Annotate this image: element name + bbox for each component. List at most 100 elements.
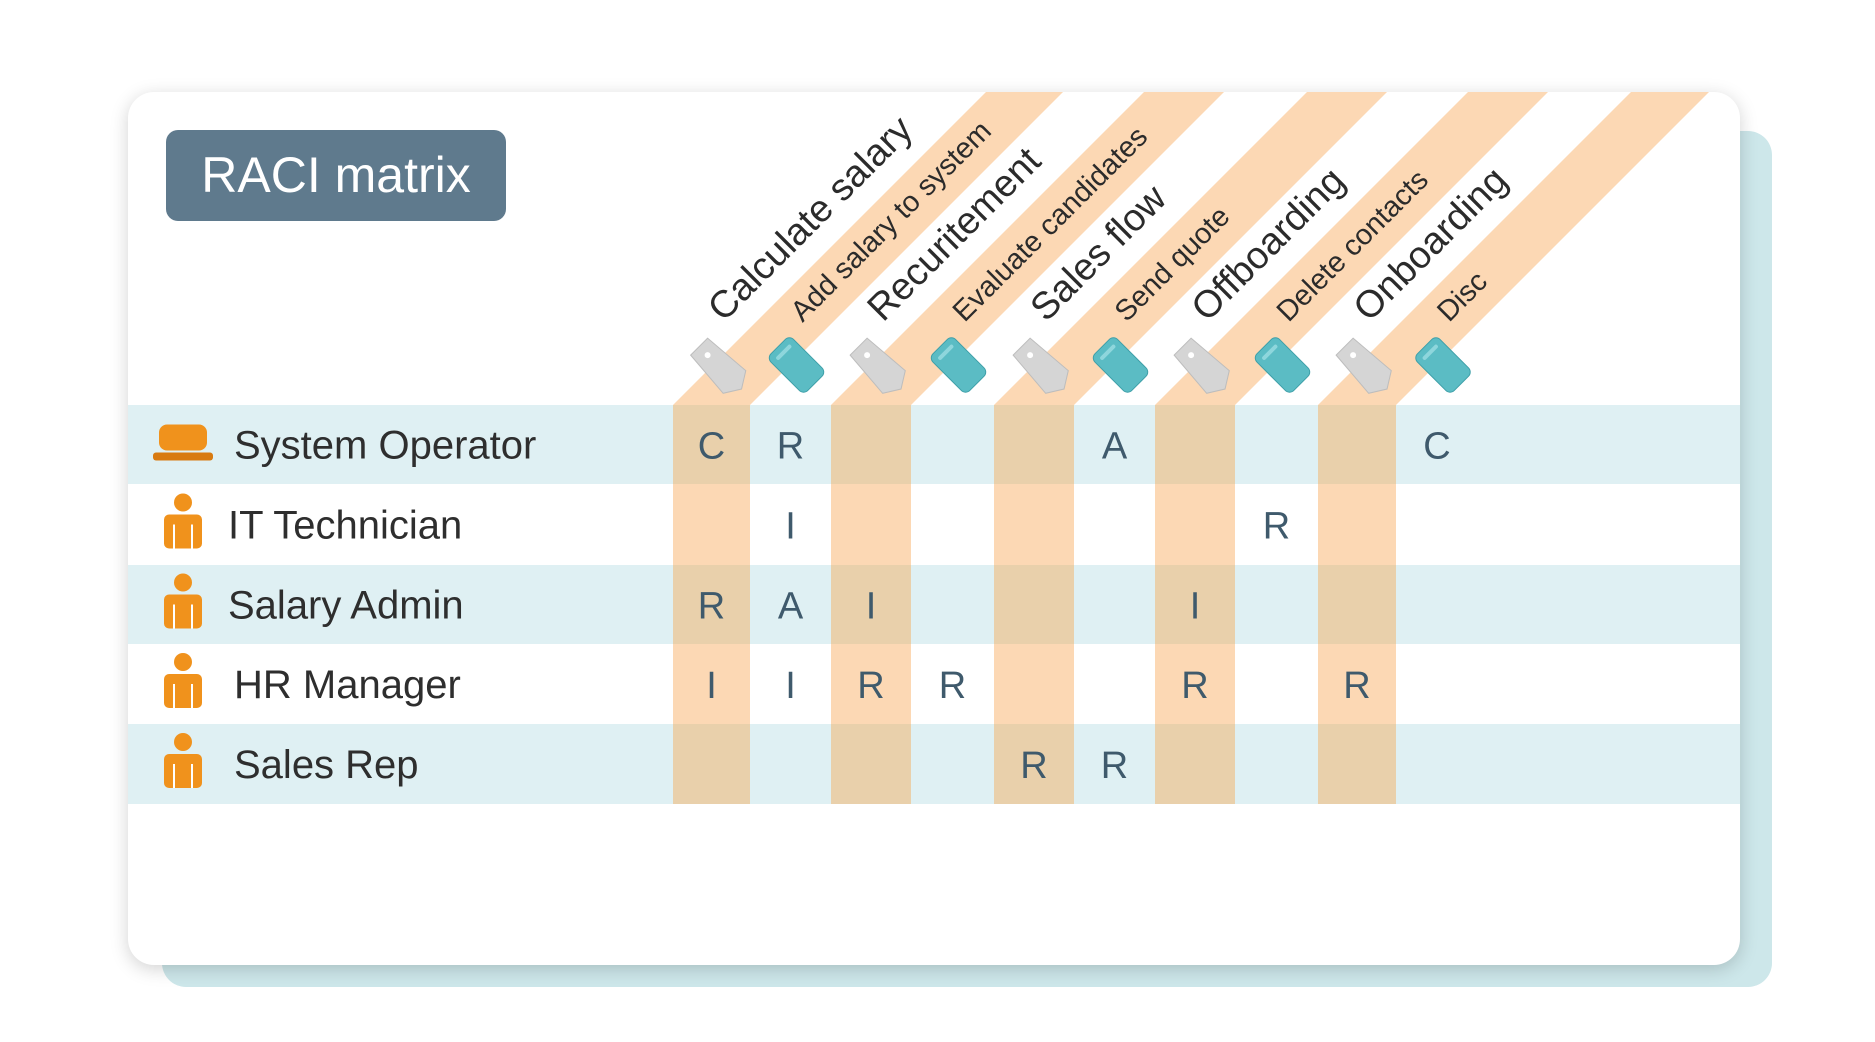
task-tile-shine [938,344,954,360]
operator-icon [153,424,213,461]
tag-shape [1173,337,1230,394]
task-tile-shine [1100,344,1116,360]
raci-cell: R [1343,665,1370,707]
raci-cell: A [1102,426,1128,468]
row-band [128,565,1740,644]
person-body [164,754,202,788]
column-stripe [831,724,911,804]
person-body [164,514,202,549]
column-stripe [831,565,911,644]
raci-cell: I [706,665,717,707]
raci-cell: R [939,665,966,707]
task-tile-shine [1422,344,1438,360]
column-stripe [1318,484,1396,565]
column-stripe [994,405,1074,484]
column-stripe [673,724,750,804]
tag-icon [1335,337,1392,394]
role-label: Salary Admin [228,584,464,628]
column-stripe [1155,644,1235,724]
column-stripe [831,484,911,565]
column-header-band [831,92,1224,405]
raci-cell: R [777,426,804,468]
operator-body [159,424,207,451]
column-header-band [994,92,1387,405]
raci-cell: C [1423,426,1450,468]
column-stripe [673,565,750,644]
raci-cell: I [785,506,796,548]
column-stripe [994,484,1074,565]
raci-cell: I [785,665,796,707]
tag-hole [1350,352,1357,359]
column-stripe [1318,644,1396,724]
task-icon [768,337,825,393]
raci-cell: R [1020,745,1047,787]
task-icon [1415,337,1471,393]
raci-cell: A [778,586,804,628]
person-icon [164,653,202,708]
column-stripe [1318,724,1396,804]
role-label: System Operator [234,424,536,468]
person-icon [164,573,202,629]
person-body [164,674,202,708]
page-title: RACI matrix [166,130,506,221]
tag-shape [689,337,747,394]
tag-icon [1012,337,1069,394]
column-stripe [994,724,1074,804]
raci-cell: R [1181,665,1208,707]
task-tile-shine [776,344,792,360]
tag-icon [689,337,747,394]
tag-shape [1012,337,1069,394]
column-stripe [994,644,1074,724]
column-header-band [1318,92,1709,405]
column-stripe [673,484,750,565]
person-head [174,733,192,751]
tag-shape [1335,337,1392,394]
raci-cell: I [1190,586,1201,628]
column-header-band [1155,92,1548,405]
role-label: HR Manager [234,663,461,707]
tag-hole [1188,352,1195,359]
person-icon [164,733,202,788]
column-stripe [1155,405,1235,484]
tag-icon [849,337,906,394]
task-icon [1092,337,1149,393]
tag-icon [1173,337,1230,394]
raci-cell: C [698,426,725,468]
raci-cell: R [698,586,725,628]
column-stripe [673,405,750,484]
raci-cell: R [1263,506,1290,548]
person-head [174,653,192,671]
task-icon [1254,337,1311,393]
task-tile-shine [1262,344,1278,360]
role-label: IT Technician [228,504,462,548]
row-band [128,405,1740,484]
column-stripe [1318,405,1396,484]
raci-cell: R [857,665,884,707]
raci-cell: R [1101,745,1128,787]
column-icons [689,337,1471,394]
column-stripe [1155,724,1235,804]
person-head [174,493,192,512]
column-stripe [1155,484,1235,565]
column-header-band [673,92,1063,405]
column-stripe [831,644,911,724]
person-head [174,573,192,592]
column-stripe [994,565,1074,644]
raci-cell: I [866,586,877,628]
person-icon [164,493,202,549]
column-stripes [673,405,1396,804]
column-stripe [673,644,750,724]
task-icon [930,337,987,393]
role-label: Sales Rep [234,743,419,787]
tag-shape [849,337,906,394]
tag-hole [1027,352,1034,359]
operator-base [153,452,213,461]
column-stripe [831,405,911,484]
row-bands [128,405,1740,804]
tag-hole [704,352,711,359]
tag-hole [864,352,871,359]
column-stripe [1155,565,1235,644]
